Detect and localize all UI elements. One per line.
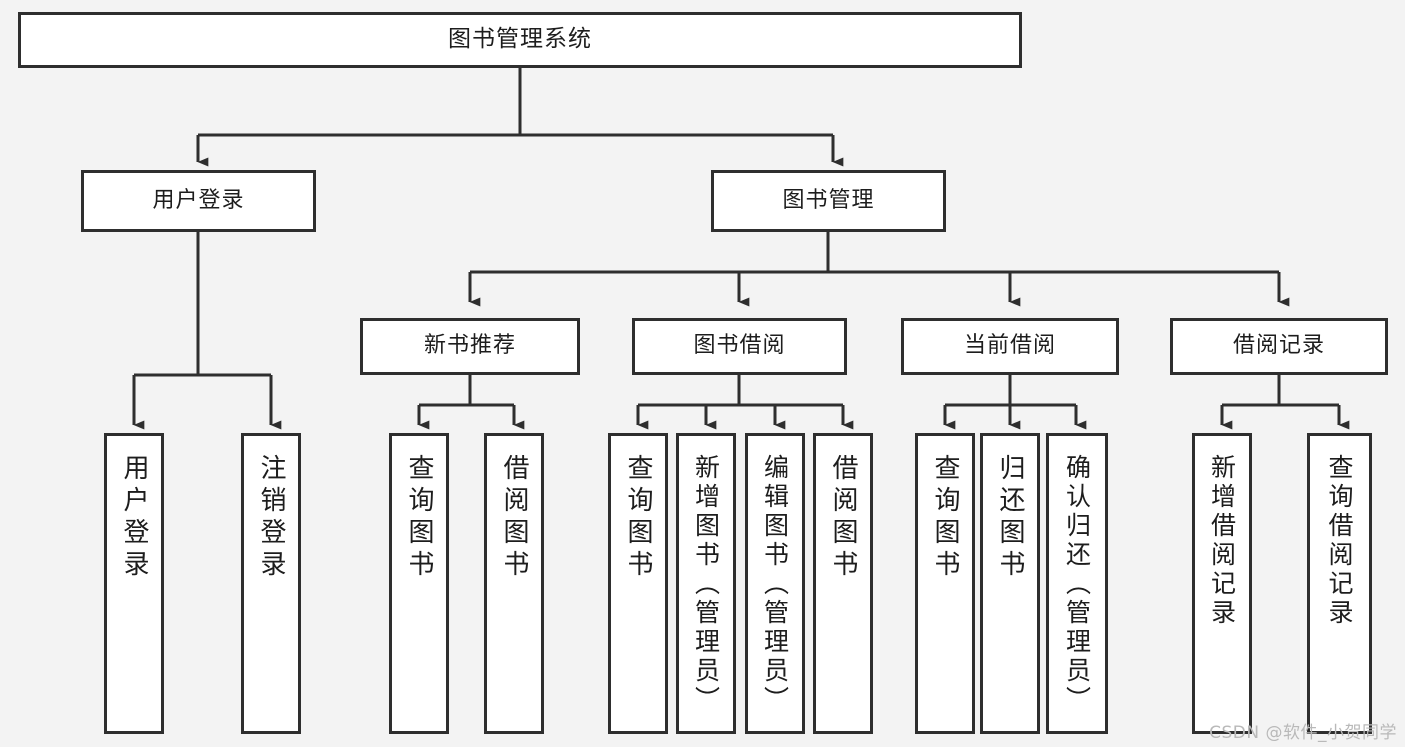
leaf-query-borrow-record[interactable]: 查询借阅记录 [1307, 433, 1372, 734]
leaf-query-book-borrow[interactable]: 查询图书 [608, 433, 668, 734]
leaf-edit-book-admin[interactable]: 编辑图书（管理员） [745, 433, 805, 734]
leaf-add-book-admin[interactable]: 新增图书（管理员） [676, 433, 736, 734]
node-new-book-recommendation[interactable]: 新书推荐 [360, 318, 580, 375]
node-label: 图书借阅 [693, 333, 786, 359]
node-current-borrowing[interactable]: 当前借阅 [901, 318, 1119, 375]
node-book-management[interactable]: 图书管理 [711, 170, 946, 232]
leaf-borrow-book[interactable]: 借阅图书 [813, 433, 873, 734]
leaf-borrow-book-rec[interactable]: 借阅图书 [484, 433, 544, 734]
node-label: 编辑图书（管理员） [760, 454, 790, 715]
node-label: 新增图书（管理员） [691, 454, 721, 715]
leaf-query-book-rec[interactable]: 查询图书 [389, 433, 449, 734]
leaf-add-borrow-record[interactable]: 新增借阅记录 [1192, 433, 1252, 734]
leaf-logout[interactable]: 注销登录 [241, 433, 301, 734]
node-label: 借阅图书 [828, 454, 858, 582]
node-label: 当前借阅 [963, 333, 1056, 359]
node-label: 借阅记录 [1232, 333, 1325, 359]
node-label: 归还图书 [995, 454, 1025, 582]
leaf-user-login[interactable]: 用户登录 [104, 433, 164, 734]
node-label: 用户登录 [152, 187, 245, 213]
node-label: 借阅图书 [499, 454, 529, 582]
leaf-return-book[interactable]: 归还图书 [980, 433, 1040, 734]
node-book-borrowing[interactable]: 图书借阅 [632, 318, 847, 375]
node-borrow-record[interactable]: 借阅记录 [1170, 318, 1388, 375]
node-label: 新书推荐 [423, 333, 516, 359]
node-label: 用户登录 [119, 454, 149, 582]
leaf-query-book-current[interactable]: 查询图书 [915, 433, 975, 734]
node-label: 查询图书 [623, 454, 653, 582]
node-label: 查询图书 [930, 454, 960, 582]
node-label: 注销登录 [256, 454, 286, 582]
leaf-confirm-return-admin[interactable]: 确认归还（管理员） [1046, 433, 1108, 734]
node-root-system[interactable]: 图书管理系统 [18, 12, 1022, 68]
node-label: 查询借阅记录 [1325, 454, 1354, 628]
node-label: 图书管理系统 [448, 26, 592, 53]
node-label: 新增借阅记录 [1207, 454, 1237, 628]
node-label: 确认归还（管理员） [1062, 454, 1092, 715]
node-label: 查询图书 [404, 454, 434, 582]
node-label: 图书管理 [782, 187, 875, 213]
node-user-login[interactable]: 用户登录 [81, 170, 316, 232]
